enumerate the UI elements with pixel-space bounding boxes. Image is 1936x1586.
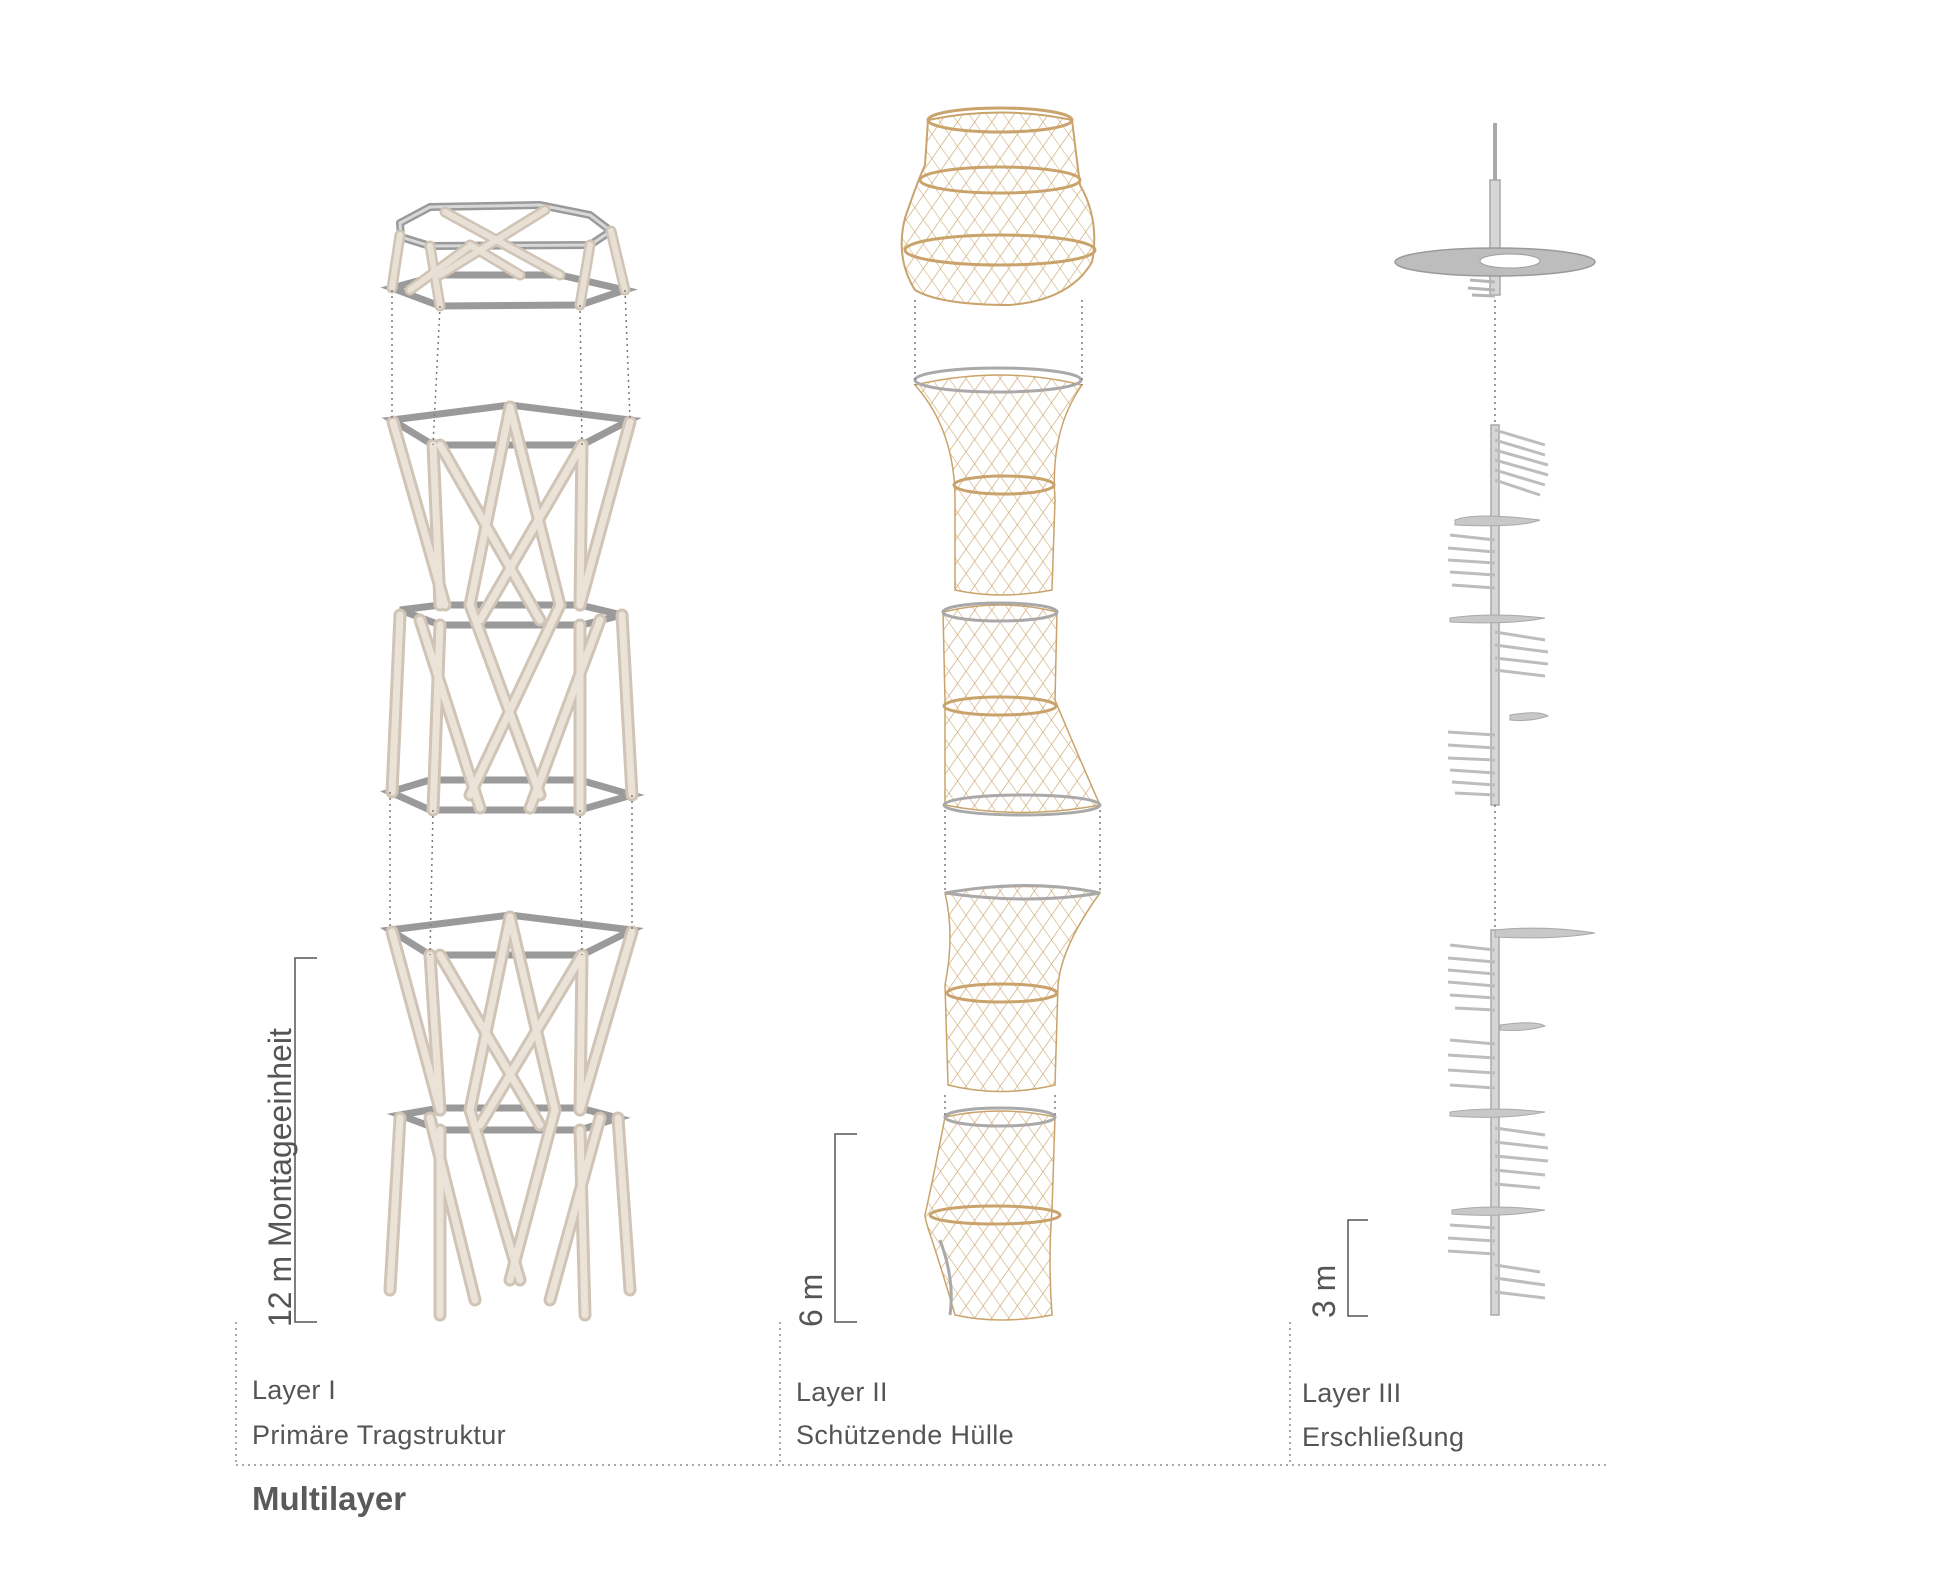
layer-2-segment-c xyxy=(944,884,1102,1093)
layer-2-subtitle: Schützende Hülle xyxy=(796,1420,1015,1450)
layer-1-timber-structure xyxy=(379,201,645,1322)
layer-1-alignment-guides xyxy=(389,289,633,956)
layer-2-segment-a xyxy=(913,366,1084,596)
layer-2-alignment-guides xyxy=(914,300,1101,1117)
scale-bar-3m xyxy=(1347,1219,1368,1317)
layer-1-module-1 xyxy=(380,400,645,817)
layer-1-top-ring xyxy=(380,201,638,312)
layer-1-subtitle: Primäre Tragstruktur xyxy=(252,1420,507,1450)
scale-label-12m: 12 m Montageeinheit xyxy=(262,1028,298,1327)
page-title: Multilayer xyxy=(252,1480,407,1517)
layer-2-segment-b xyxy=(941,601,1102,817)
layer-3-subtitle: Erschließung xyxy=(1302,1422,1465,1452)
layer-3-lower-spiral xyxy=(1447,927,1596,1316)
scale-label-6m: 6 m xyxy=(793,1273,829,1327)
layer-3-top-platform xyxy=(1394,123,1596,298)
layer-2-title: Layer II xyxy=(796,1377,888,1407)
layer-3-stair-structure xyxy=(1394,123,1596,1316)
scale-bar-6m xyxy=(834,1133,857,1323)
scale-label-3m: 3 m xyxy=(1306,1264,1342,1318)
layer-1-title: Layer I xyxy=(252,1375,336,1405)
layer-2-segment-d xyxy=(924,1106,1062,1321)
scale-bars xyxy=(294,957,1368,1323)
layer-3-title: Layer III xyxy=(1302,1378,1402,1408)
layer-2-crown xyxy=(900,106,1097,307)
layer-1-module-2 xyxy=(379,910,644,1322)
layer-3-upper-spiral xyxy=(1447,424,1550,806)
layer-2-mesh-envelope xyxy=(900,106,1102,1321)
scale-bar-12m xyxy=(294,957,317,1323)
panel-guides xyxy=(235,1322,1610,1466)
